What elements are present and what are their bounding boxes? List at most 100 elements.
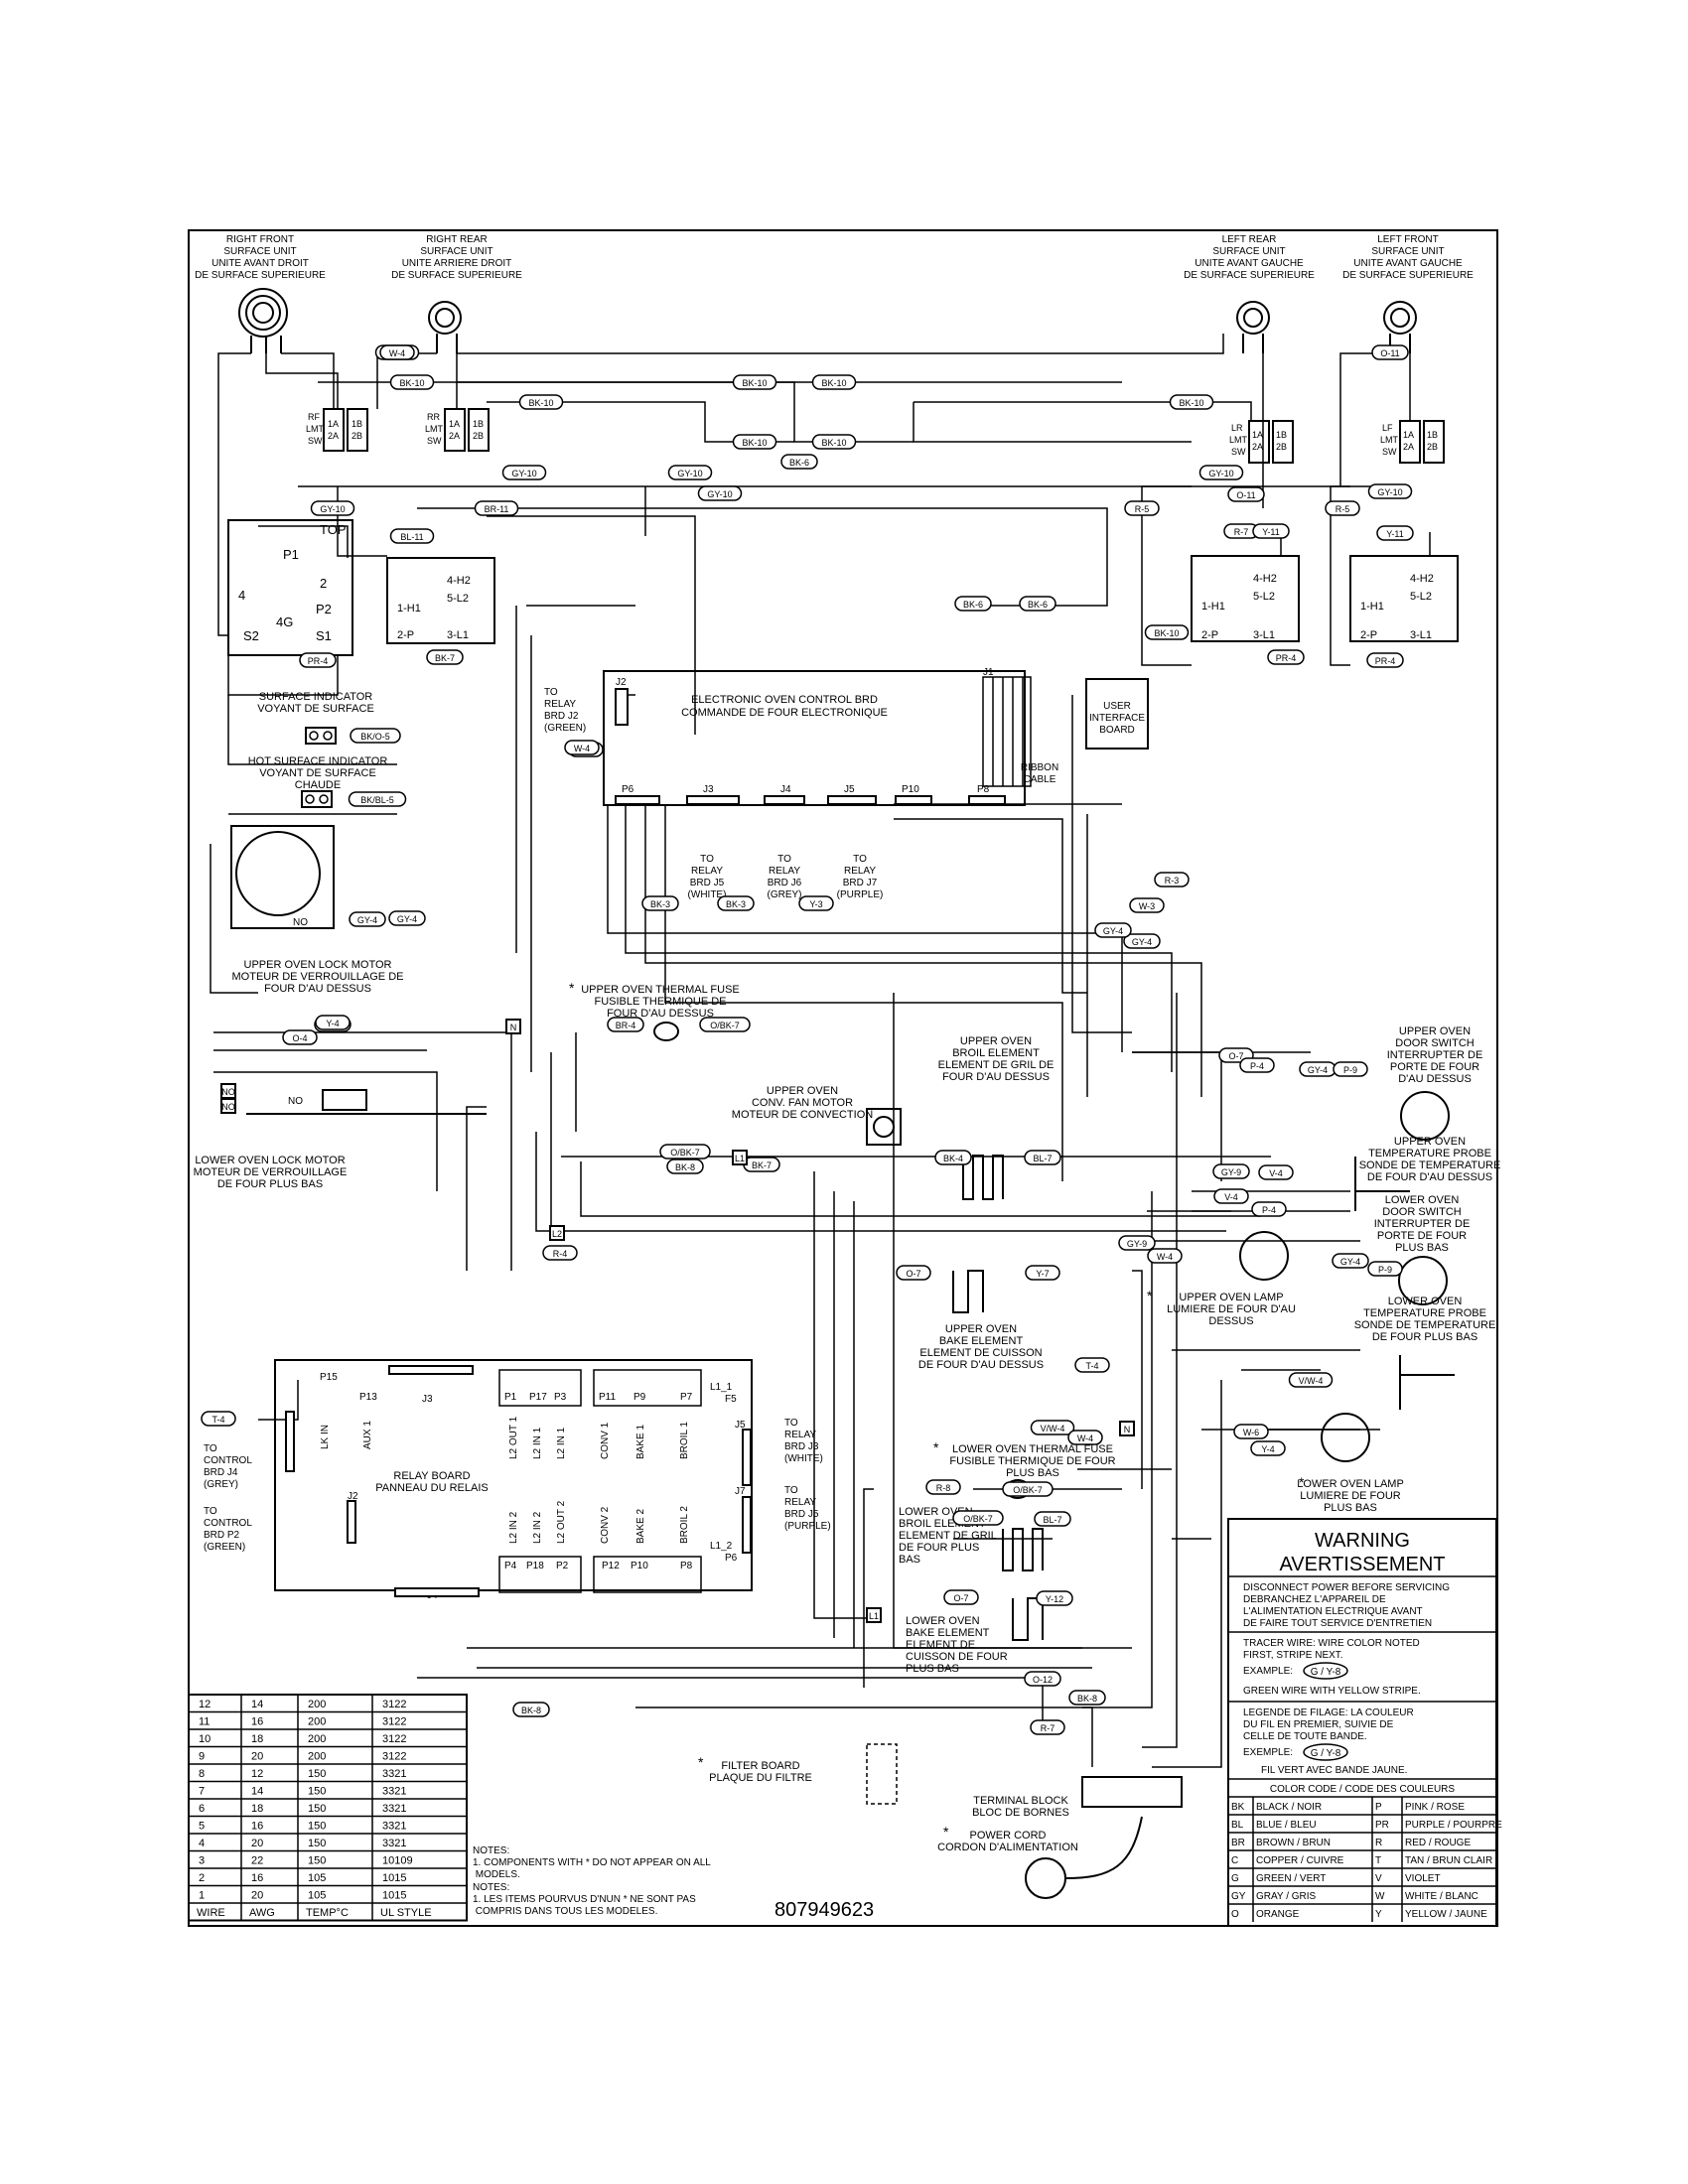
wire-table-cell: 150 [308, 1768, 326, 1780]
wire-table-cell: 3122 [382, 1716, 406, 1728]
wire-tag: V-4 [1269, 1168, 1283, 1178]
wire-tag: Y-4 [1261, 1444, 1274, 1454]
wire-table-cell: 3321 [382, 1821, 406, 1833]
part-number: 807949623 [774, 1899, 874, 1921]
wire-tag-outline [564, 740, 600, 755]
wire-tag: T-4 [211, 1415, 224, 1425]
node-label: NO [221, 1102, 235, 1112]
wire-tag-outline [667, 465, 713, 480]
wire-table-header: UL STYLE [380, 1907, 432, 1919]
wire-tag: GY-4 [1340, 1257, 1360, 1267]
wire-tag: GY-10 [1208, 469, 1233, 478]
wire-tag: PR-4 [1276, 653, 1297, 663]
wire-tag: GY-4 [1103, 926, 1123, 936]
wire-tag: R-4 [553, 1249, 568, 1259]
wire-tag-outline [1024, 1671, 1061, 1687]
wire-tag-outline [1376, 525, 1414, 541]
wire-tag: O-11 [1380, 348, 1399, 358]
wire-tag: BK-4 [943, 1154, 963, 1163]
wire-tag: BR-11 [485, 504, 509, 514]
wire-tag-outline [732, 374, 777, 390]
wire-tag: GY-10 [677, 469, 702, 478]
wire-tag-outline [388, 910, 426, 926]
color-code-cell: T [1375, 1855, 1381, 1866]
wire-table-cell: 14 [251, 1786, 263, 1798]
color-code-cell: GY [1231, 1891, 1246, 1902]
color-code-cell: O [1231, 1909, 1239, 1920]
wire-tag: W-4 [389, 348, 405, 358]
wire-table-cell: 12 [199, 1699, 211, 1710]
wire-tag-outline [811, 434, 857, 450]
wire-tag-outline [811, 374, 857, 390]
wire-tag: BL-7 [1033, 1154, 1052, 1163]
wire-tag: R-7 [1234, 527, 1249, 537]
wire-table-cell: 16 [251, 1872, 263, 1884]
wire-tag-outline [1332, 1253, 1369, 1269]
color-code-cell: PR [1375, 1820, 1389, 1831]
wire-tag: P-9 [1343, 1065, 1357, 1075]
wire-tag-outline [1123, 933, 1161, 949]
svg-text:L2 IN 1: L2 IN 1 [532, 1427, 543, 1459]
wire-tag-outline [1212, 1163, 1250, 1179]
wire-table-cell: 3122 [382, 1699, 406, 1710]
color-code-cell: G [1231, 1873, 1239, 1884]
wire-tag: Y-4 [326, 1019, 339, 1028]
wire-table-cell: 3321 [382, 1838, 406, 1849]
wire-tag-outline [1144, 624, 1190, 640]
wire-tag: BK/O-5 [360, 732, 390, 742]
wire-tag: O/BK-7 [963, 1514, 993, 1524]
wire-tag-outline [379, 344, 415, 360]
wire-tag: BL-11 [400, 532, 423, 542]
wire-tag: W-4 [574, 744, 590, 753]
svg-text:NO: NO [288, 1096, 303, 1107]
svg-text:4-H25-L21-H12-P3-L1: 4-H25-L21-H12-P3-L1 [1201, 573, 1277, 641]
wire-tag: BK-10 [821, 438, 846, 448]
svg-text:L2 OUT 2: L2 OUT 2 [556, 1500, 567, 1544]
wire-tag-outline [282, 1029, 318, 1045]
wire-tag-outline [1019, 596, 1056, 612]
wire-tag-outline [1034, 1511, 1071, 1527]
wire-tag: T-4 [1085, 1361, 1098, 1371]
wire-tag: GY-4 [1308, 1065, 1328, 1075]
wire-tag-outline [1198, 465, 1244, 480]
wire-tag: Y-3 [809, 899, 822, 909]
wire-tag-outline [310, 500, 355, 516]
wire-table-cell: 3321 [382, 1803, 406, 1815]
wire-tag: V-4 [1224, 1192, 1238, 1202]
wire-tag-outline [474, 500, 519, 516]
wire-table-cell: 150 [308, 1855, 326, 1867]
color-code-cell: BLUE / BLEU [1256, 1820, 1317, 1831]
svg-text:J2J1: J2J1 [616, 667, 994, 688]
wire-tag-outline [349, 911, 386, 927]
svg-text:BROIL 2: BROIL 2 [679, 1506, 690, 1544]
svg-text:COLOR CODE / CODE DES COULEURS: COLOR CODE / CODE DES COULEURS [1270, 1784, 1455, 1795]
svg-text:G / Y-8: G / Y-8 [1311, 1748, 1341, 1759]
wire-tag-outline [896, 1265, 931, 1281]
wire-tag: O-7 [906, 1269, 920, 1279]
wire-tag-outline [659, 1144, 711, 1160]
